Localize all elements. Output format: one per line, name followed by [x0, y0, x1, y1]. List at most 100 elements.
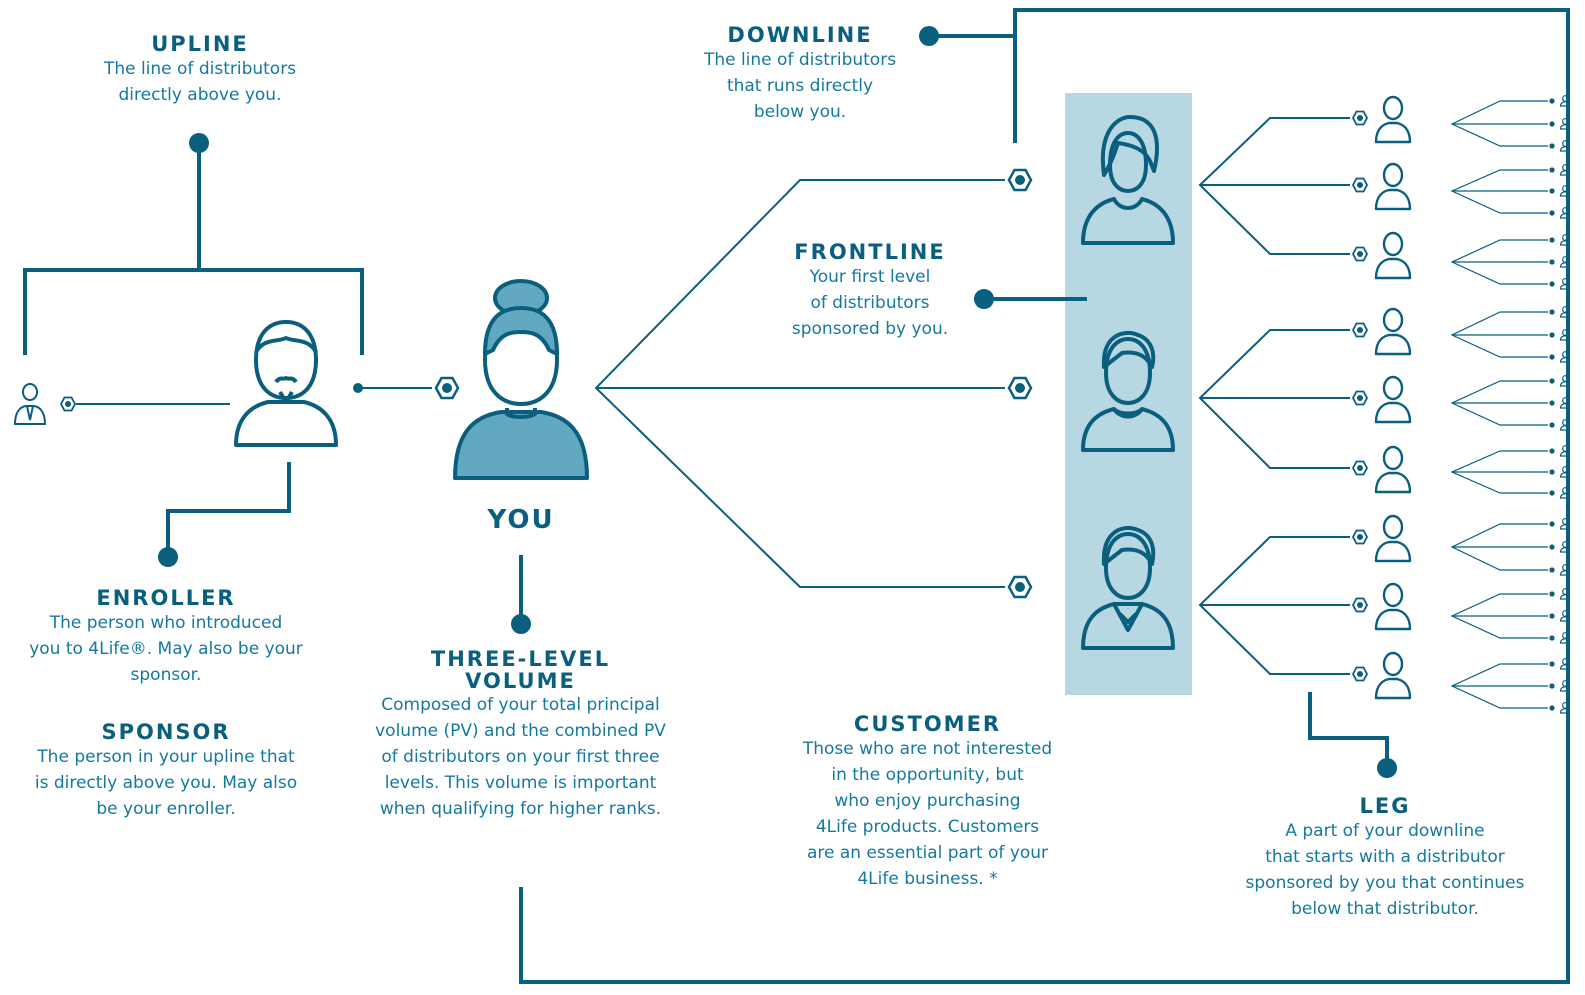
second-level-nodes [1352, 110, 1368, 682]
volume-title: THREE-LEVEL [430, 647, 611, 671]
enroller-dot [158, 547, 178, 567]
frontline-fan [594, 179, 1005, 588]
frontline-hexagon-node-icon [1007, 168, 1033, 192]
frontline-line: Your first level [809, 267, 931, 287]
you-label: YOU [441, 505, 601, 535]
upline-title: UPLINE [151, 32, 249, 56]
frontline-hexagon-node-icon [1007, 376, 1033, 400]
third-level-node-dot [1549, 567, 1555, 573]
sponsor-line: be your enroller. [96, 799, 236, 819]
upline-line: directly above you. [118, 85, 282, 105]
upline-person-icon [13, 383, 47, 425]
third-level-node-dot [1549, 309, 1555, 315]
customer-line: 4Life business. * [857, 869, 998, 889]
third-level-node-dot [1549, 469, 1555, 475]
third-level-node-dot [1549, 210, 1555, 216]
enroller-title: ENROLLER [96, 586, 236, 610]
frontline-dot [974, 289, 994, 309]
man-suit-icon [1081, 525, 1175, 650]
upline-hexagon-node-icon [60, 396, 76, 412]
third-level-node-dot [1549, 378, 1555, 384]
third-level-nodes [1549, 95, 1571, 714]
enroller-connector [166, 462, 291, 557]
third-level-node-dot [1549, 591, 1555, 597]
leg-line: below that distributor. [1291, 899, 1479, 919]
frontline-line: of distributors [810, 293, 930, 313]
frontline-hexagon-node-icon [1007, 575, 1033, 599]
third-level-node-dot [1549, 422, 1555, 428]
volume-line: levels. This volume is important [384, 773, 657, 793]
third-level-node-dot [1549, 400, 1555, 406]
customer-label: CUSTOMER Those who are not interested in… [770, 712, 1085, 892]
customer-line: 4Life products. Customers [815, 817, 1040, 837]
bearded-man-icon [234, 320, 338, 447]
customer-line: who enjoy purchasing [834, 791, 1021, 811]
third-level-node-dot [1549, 98, 1555, 104]
third-level-node-dot [1549, 237, 1555, 243]
woman-icon [1081, 115, 1175, 245]
customer-line: Those who are not interested [802, 739, 1053, 759]
third-level-node-dot [1549, 448, 1555, 454]
third-level-node-dot [1549, 354, 1555, 360]
second-level-persons [1374, 95, 1412, 700]
sponsor-line: The person in your upline that [37, 747, 295, 767]
downline-title: DOWNLINE [727, 23, 873, 47]
upline-line: The line of distributors [103, 59, 297, 79]
you-hexagon-node-icon [434, 376, 460, 400]
third-level-node-dot [1549, 635, 1555, 641]
upline-label: UPLINE The line of distributors directly… [60, 32, 340, 108]
you-title: YOU [487, 505, 555, 535]
third-level-node-dot [1549, 544, 1555, 550]
volume-title: VOLUME [465, 669, 576, 693]
volume-line: when qualifying for higher ranks. [379, 799, 662, 819]
upline-connector [23, 143, 364, 355]
third-level-node-dot [1549, 259, 1555, 265]
downline-dot [919, 26, 939, 46]
sponsor-label: SPONSOR The person in your upline that i… [10, 720, 322, 822]
frontline-line: sponsored by you. [791, 319, 949, 339]
third-level-node-dot [1549, 490, 1555, 496]
downline-line: below you. [753, 102, 847, 122]
leg-line: that starts with a distributor [1265, 847, 1505, 867]
customer-title: CUSTOMER [853, 712, 1002, 736]
downline-line: The line of distributors [703, 50, 897, 70]
sponsor-line: is directly above you. May also [34, 773, 298, 793]
upline-dot [189, 133, 209, 153]
frontline-title: FRONTLINE [794, 240, 946, 264]
third-level-node-dot [1549, 661, 1555, 667]
leg-label: LEG A part of your downline that starts … [1220, 794, 1550, 922]
volume-line: Composed of your total principal [381, 695, 660, 715]
third-level-node-dot [1549, 167, 1555, 173]
third-level-node-dot [1549, 281, 1555, 287]
third-level-node-dot [1549, 332, 1555, 338]
downline-line: that runs directly [726, 76, 874, 96]
downline-label: DOWNLINE The line of distributors that r… [660, 23, 940, 125]
third-level-node-dot [1549, 143, 1555, 149]
leg-connector [1308, 692, 1389, 768]
leg-title: LEG [1359, 794, 1411, 818]
volume-dot [511, 614, 531, 634]
third-level-node-dot [1549, 705, 1555, 711]
woman-bun-icon [453, 279, 589, 480]
leg-line: sponsored by you that continues [1245, 873, 1525, 893]
third-level-node-dot [1549, 521, 1555, 527]
leg-dot [1377, 758, 1397, 778]
second-level-fans [1198, 117, 1350, 675]
enroller-label: ENROLLER The person who introduced you t… [10, 586, 322, 688]
customer-line: are an essential part of your [806, 843, 1049, 863]
man-icon [1081, 330, 1175, 452]
enroller-line: you to 4Life®. May also be your [29, 639, 303, 659]
frontline-label: FRONTLINE Your first level of distributo… [730, 240, 1010, 342]
three-level-volume-label: THREE-LEVEL VOLUME Composed of your tota… [348, 648, 693, 822]
enroller-line: The person who introduced [49, 613, 283, 633]
third-level-fans [1450, 100, 1548, 709]
sponsor-title: SPONSOR [101, 720, 231, 744]
third-level-node-dot [1549, 613, 1555, 619]
leg-line: A part of your downline [1285, 821, 1485, 841]
third-level-node-dot [1549, 683, 1555, 689]
volume-line: of distributors on your first three [381, 747, 660, 767]
customer-line: in the opportunity, but [831, 765, 1024, 785]
third-level-node-dot [1549, 188, 1555, 194]
frontline-band [1065, 93, 1192, 695]
